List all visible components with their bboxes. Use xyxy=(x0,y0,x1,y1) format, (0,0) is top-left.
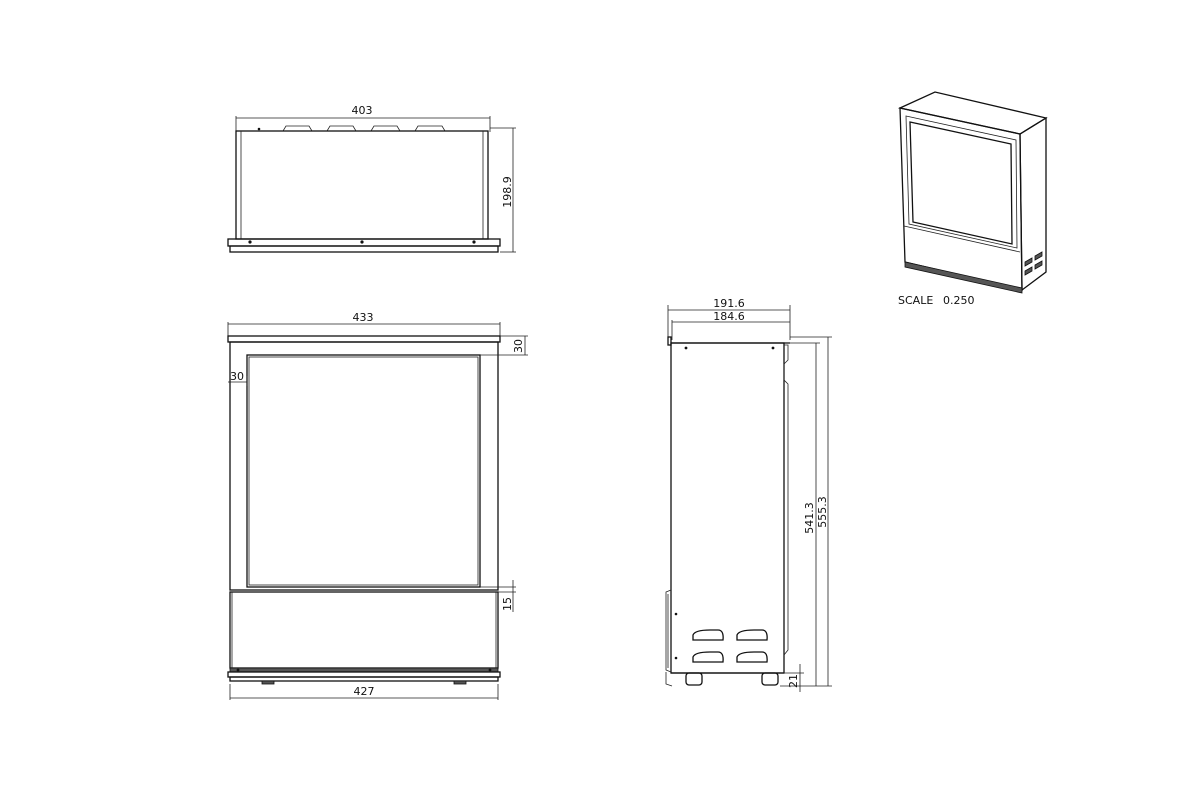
iso-vent-1 xyxy=(1024,257,1033,267)
iso-vent-3 xyxy=(1024,266,1033,276)
iso-vent-2 xyxy=(1034,251,1043,261)
front-view: 433 30 30 15 xyxy=(227,311,528,700)
front-bottom-width-label: 427 xyxy=(354,685,375,698)
side-hinge-screw-1 xyxy=(674,612,678,616)
side-hinge-screw-2 xyxy=(674,656,678,660)
side-body xyxy=(670,342,785,674)
side-foot-back xyxy=(761,672,779,686)
top-screw xyxy=(257,127,261,131)
top-body-outline xyxy=(235,130,489,240)
side-top-lip xyxy=(667,336,672,346)
front-foot-right xyxy=(453,680,467,685)
iso-glass xyxy=(909,121,1013,245)
front-bottom-gap-label: 15 xyxy=(501,597,514,611)
side-front-foot-edge xyxy=(665,672,673,687)
iso-frame xyxy=(905,115,1018,249)
front-glass-inner xyxy=(248,356,479,586)
front-base-screw-right xyxy=(488,668,492,672)
front-top-cap xyxy=(227,335,501,343)
side-screw-top-right xyxy=(771,346,775,350)
side-back-profile xyxy=(783,344,789,656)
top-front-rail xyxy=(227,238,501,247)
front-side-offset-label: 30 xyxy=(230,370,244,383)
top-tab-4 xyxy=(414,125,446,132)
top-front-rail-lower xyxy=(229,245,499,253)
front-bottom-panel xyxy=(229,591,499,669)
iso-bottom-panel-line xyxy=(903,225,1021,253)
top-tab-2 xyxy=(326,125,357,132)
front-top-width-label: 433 xyxy=(353,311,374,324)
front-body xyxy=(229,341,499,591)
front-top-offset-label: 30 xyxy=(512,339,525,353)
top-rail-screw-3 xyxy=(472,240,476,244)
iso-scale-value: 0.250 xyxy=(943,294,975,307)
side-foot-label: 21 xyxy=(787,674,800,688)
iso-vent-4 xyxy=(1034,260,1043,270)
front-foot-left xyxy=(261,680,275,685)
side-vent-4 xyxy=(736,651,768,663)
side-outer-depth-label: 191.6 xyxy=(713,297,745,310)
top-rail-screw-2 xyxy=(360,240,364,244)
top-rail-screw-1 xyxy=(248,240,252,244)
side-foot-front xyxy=(685,672,703,686)
isometric-view: SCALE 0.250 xyxy=(897,91,1048,307)
front-glass-window xyxy=(246,354,481,588)
top-width-label: 403 xyxy=(352,104,373,117)
top-tab-1 xyxy=(282,125,313,132)
top-tab-3 xyxy=(370,125,401,132)
iso-front-face xyxy=(899,107,1023,291)
iso-base-rail xyxy=(904,261,1023,294)
top-depth-label: 198.9 xyxy=(501,176,514,208)
front-base-screw-left xyxy=(236,668,240,672)
side-front-hinge xyxy=(665,589,672,673)
side-height-label: 555.3 xyxy=(816,496,829,528)
side-screw-top-left xyxy=(684,346,688,350)
side-inner-height-label: 541.3 xyxy=(803,502,816,534)
top-view: 403 198.9 xyxy=(227,104,516,253)
side-inner-depth-label: 184.6 xyxy=(713,310,745,323)
side-vent-1 xyxy=(692,629,724,641)
front-base-rail-3 xyxy=(229,676,499,682)
iso-scale-label: SCALE xyxy=(898,294,933,307)
side-view: 191.6 184.6 555.3 541 xyxy=(665,297,832,692)
side-vent-3 xyxy=(692,651,724,663)
side-vent-2 xyxy=(736,629,768,641)
front-base-rail-2 xyxy=(227,671,501,678)
